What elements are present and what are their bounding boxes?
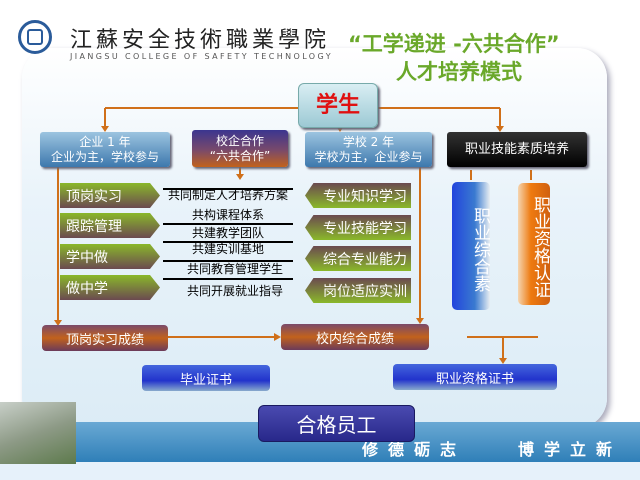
enterprise-year-line2: 企业为主，学校参与 (50, 149, 159, 164)
school-year-box: 学校 2 年 学校为主，企业参与 (305, 132, 432, 167)
qualification-cert-box: 职业资格证书 (393, 364, 557, 390)
enterprise-year-line1: 企业 1 年 (79, 134, 131, 149)
title-line2: 人才培养模式 (396, 60, 522, 84)
middle-item: 共同制定人才培养方案 (167, 188, 288, 202)
school-logo-icon (18, 20, 52, 54)
right-step: 专业知识学习 (305, 183, 411, 208)
divider (163, 278, 293, 280)
right-step: 综合专业能力 (305, 246, 411, 271)
divider (163, 223, 293, 225)
middle-item: 共建实训基地 (191, 242, 264, 256)
middle-item: 共同教育管理学生 (186, 262, 283, 276)
divider (163, 188, 293, 190)
skills-box: 职业技能素质培养 (447, 132, 587, 167)
internship-score-box: 顶岗实习成绩 (42, 325, 168, 351)
middle-item: 共同开展就业指导 (186, 284, 283, 298)
diploma-box: 毕业证书 (142, 365, 270, 391)
right-step: 专业技能学习 (305, 215, 411, 240)
school-name-cn: 江蘇安全技術職業學院 (70, 28, 331, 53)
school-year-line1: 学校 2 年 (342, 134, 395, 149)
left-step: 顶岗实习 (60, 183, 160, 208)
qualified-employee-box: 合格员工 (258, 405, 415, 442)
left-step: 做中学 (60, 275, 160, 300)
middle-item: 共建教学团队 (191, 226, 264, 240)
cooperation-box: 校企合作 “六共合作” (192, 130, 288, 167)
divider (163, 241, 293, 243)
left-step: 学中做 (60, 244, 160, 269)
left-step: 跟踪管理 (60, 213, 160, 238)
divider (163, 260, 293, 262)
student-box: 学生 (298, 83, 378, 128)
school-score-box: 校内综合成绩 (281, 324, 429, 350)
vertical-certification-bar: 职业资格认证 (518, 183, 550, 305)
cooperation-line1: 校企合作 (215, 133, 264, 148)
footer-strip (0, 462, 640, 480)
middle-item: 共构课程体系 (191, 208, 264, 222)
slogan-left: 修德砺志 (362, 440, 467, 459)
right-step: 岗位适应实训 (305, 278, 411, 303)
enterprise-year-box: 企业 1 年 企业为主，学校参与 (40, 132, 170, 167)
title-line1: “工学递进 -六共合作” (348, 32, 560, 56)
slogan-right: 博学立新 (518, 440, 623, 459)
cooperation-line2: “六共合作” (209, 148, 271, 163)
school-name-en: JIANGSU COLLEGE OF SAFETY TECHNOLOGY (70, 52, 333, 61)
campus-photo (0, 402, 76, 464)
school-year-line2: 学校为主，企业参与 (314, 149, 423, 164)
vertical-competence-bar: 职业综合素 (452, 182, 490, 310)
